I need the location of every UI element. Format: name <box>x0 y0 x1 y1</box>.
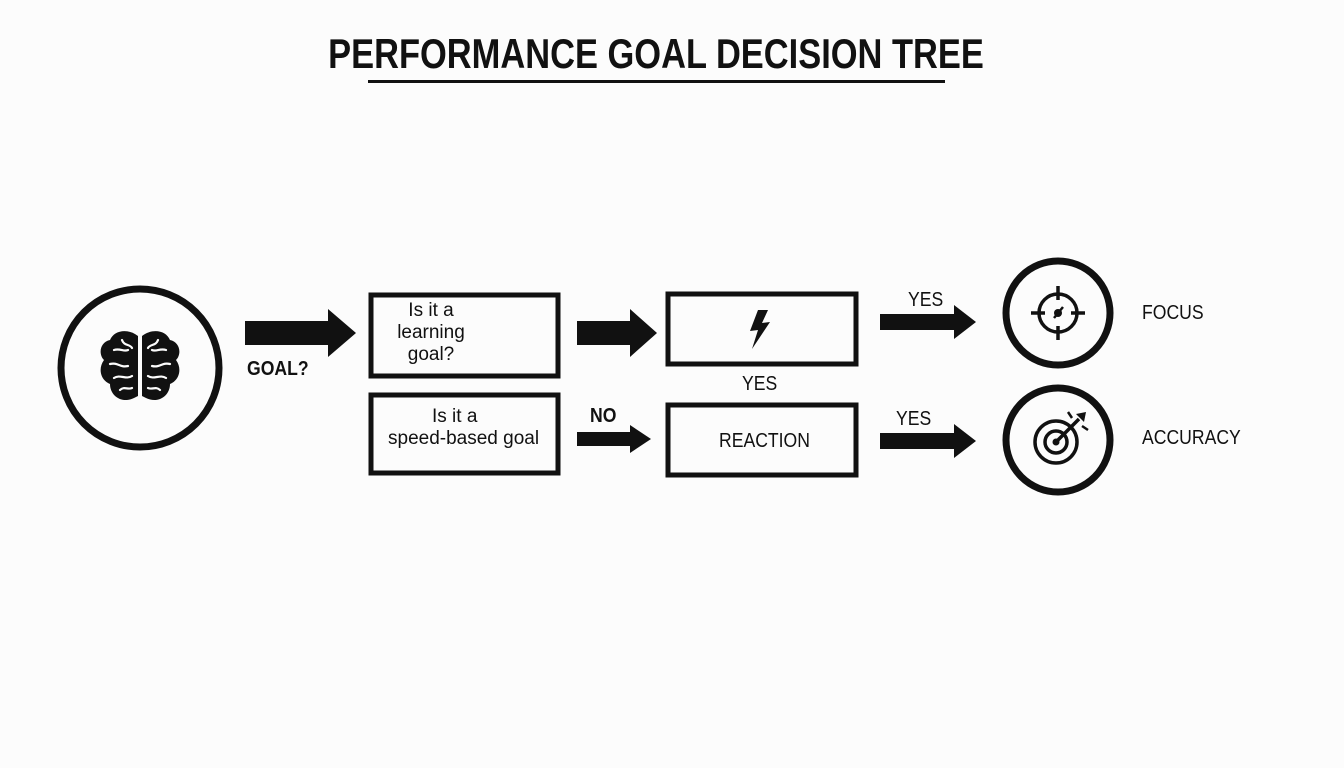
outcome-label-accuracy: ACCURACY <box>1142 427 1241 449</box>
outcome-label-focus: FOCUS <box>1142 302 1204 324</box>
arrow-start-to-question <box>245 309 356 357</box>
brain-icon <box>100 331 180 401</box>
learning-question-line-2: learning <box>397 322 465 343</box>
learning-question-text: Is it a learning goal? <box>376 300 486 366</box>
edge-label-yes-bottom: YES <box>896 408 932 430</box>
focus-outcome-node <box>1002 257 1114 369</box>
start-node <box>57 285 223 451</box>
learning-question-line-3: goal? <box>407 344 455 365</box>
edge-label-yes-middle: YES <box>742 373 778 395</box>
speed-result-box <box>665 291 859 367</box>
learning-question-line-1: Is it a <box>408 300 454 321</box>
reaction-label: REACTION <box>719 430 810 452</box>
edge-label-no: NO <box>590 405 617 427</box>
speed-question-line-2: speed-based goal <box>388 428 540 449</box>
arrow-learning-to-bolt <box>577 309 657 357</box>
start-label: GOAL? <box>247 358 309 380</box>
page-title: PERFORMANCE GOAL DECISION TREE <box>328 30 984 77</box>
lightning-bolt-icon <box>750 310 770 349</box>
accuracy-outcome-node <box>1002 384 1114 496</box>
arrow-bolt-to-focus <box>880 305 976 339</box>
crosshair-icon <box>1031 286 1085 340</box>
reaction-result-box <box>665 402 859 478</box>
speed-question-line-1: Is it a <box>432 406 478 427</box>
bullseye-arrow-icon <box>1033 411 1089 465</box>
arrow-speed-to-reaction <box>577 425 651 453</box>
title-underline <box>368 80 945 83</box>
edge-label-yes-top: YES <box>908 289 944 311</box>
speed-question-text: Is it a speed-based goal <box>388 406 540 450</box>
speed-question-box <box>368 392 561 476</box>
arrow-reaction-to-accuracy <box>880 424 976 458</box>
learning-question-box <box>368 292 561 379</box>
